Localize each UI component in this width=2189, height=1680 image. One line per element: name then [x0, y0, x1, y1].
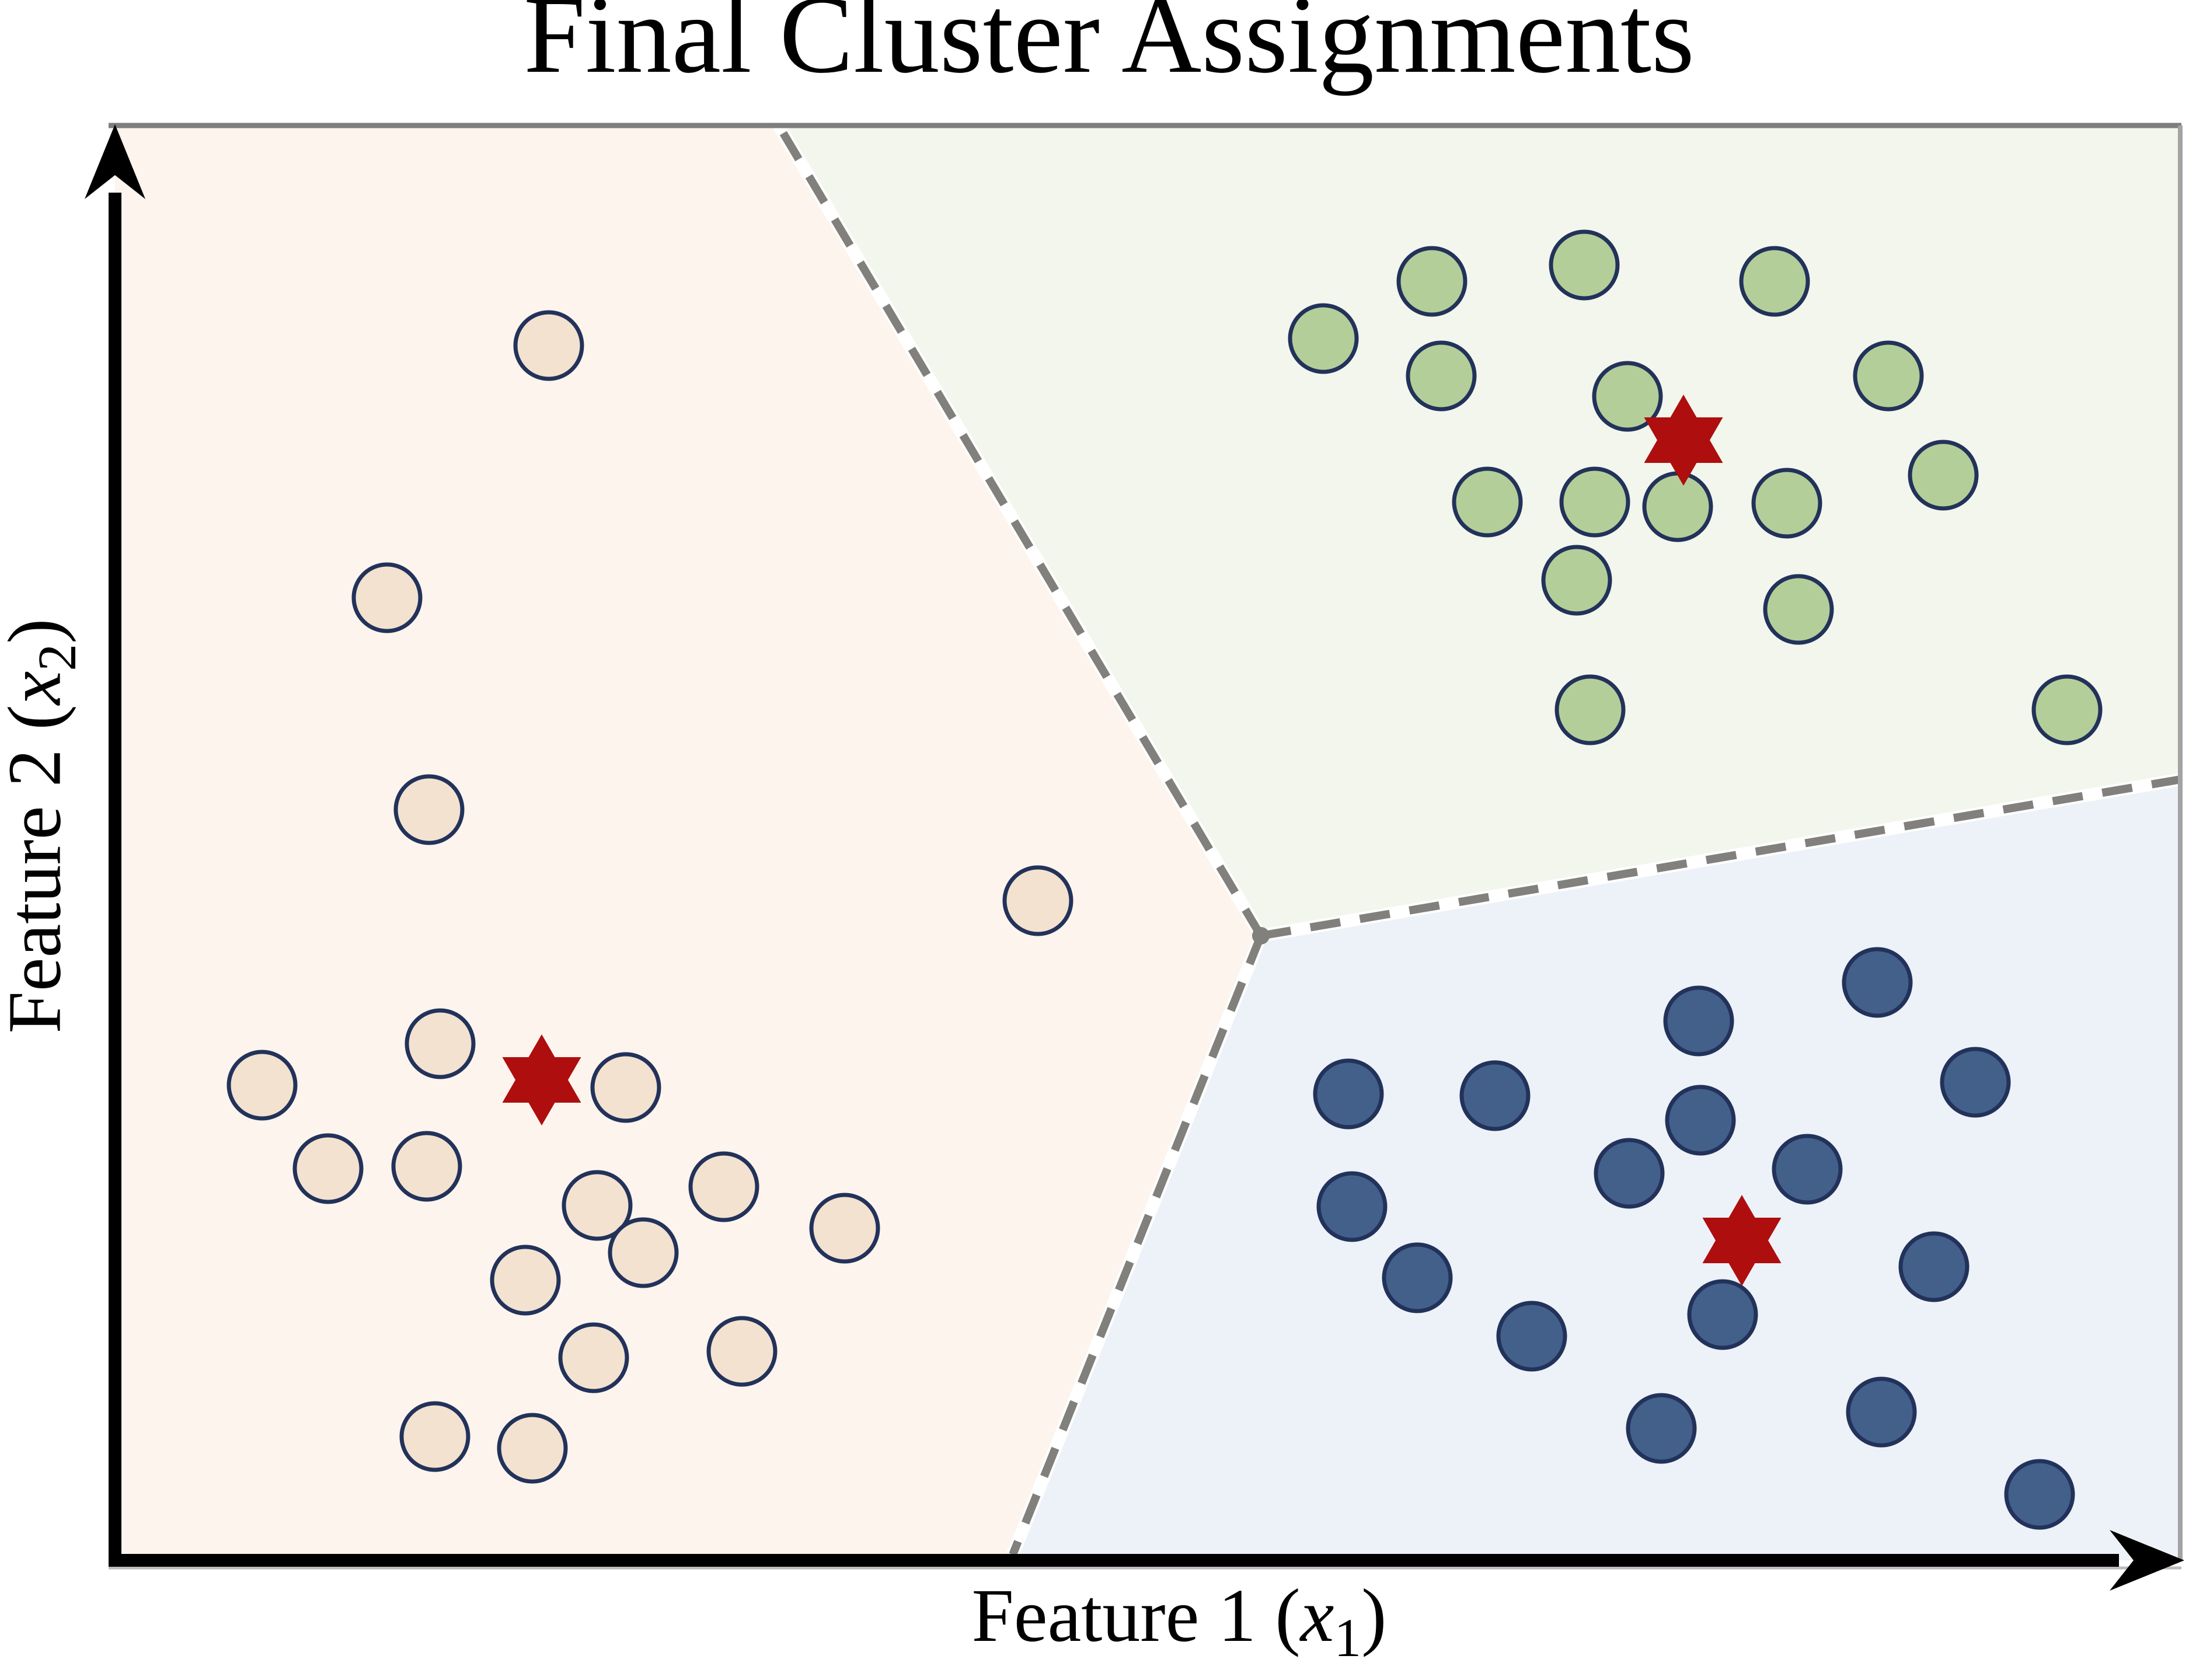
y-axis-variable: x — [0, 671, 77, 705]
data-point-blue — [1496, 1301, 1567, 1372]
boundary-junction-dot — [1252, 927, 1270, 944]
data-point-blue — [1594, 1138, 1665, 1209]
data-point-blue — [1842, 947, 1913, 1018]
centroid-star-green — [1644, 395, 1723, 486]
data-point-blue — [1898, 1231, 1970, 1302]
data-point-green — [1739, 246, 1810, 317]
data-point-green — [1406, 340, 1477, 412]
data-point-green — [1853, 340, 1924, 412]
data-point-blue — [2004, 1459, 2075, 1530]
data-point-blue — [1316, 1171, 1388, 1242]
data-point-green — [1288, 303, 1359, 374]
data-point-green — [1751, 468, 1822, 539]
cluster-boundary-1 — [775, 123, 1265, 938]
y-axis-label: Feature 2 (x2) — [0, 618, 88, 1034]
data-point-tan — [393, 774, 465, 845]
x-axis-label-text: Feature 1 ( — [971, 1574, 1301, 1658]
data-point-tan — [706, 1316, 778, 1387]
data-point-blue — [1846, 1376, 1917, 1448]
data-point-green — [1763, 574, 1834, 645]
data-point-blue — [1626, 1393, 1697, 1464]
data-point-blue — [1940, 1047, 2011, 1118]
data-point-tan — [391, 1131, 462, 1202]
data-point-tan — [558, 1322, 629, 1393]
data-point-tan — [513, 310, 584, 381]
data-point-tan — [497, 1413, 568, 1484]
data-point-green — [1541, 545, 1612, 616]
data-point-tan — [490, 1245, 561, 1316]
x-axis-label-close: ) — [1361, 1574, 1387, 1658]
data-point-blue — [1663, 985, 1734, 1057]
centroid-star-blue — [1702, 1195, 1782, 1286]
y-axis-arrowhead — [85, 124, 145, 199]
data-point-tan — [399, 1401, 470, 1472]
data-point-tan — [608, 1217, 679, 1288]
data-point-tan — [226, 1050, 298, 1121]
data-point-blue — [1687, 1279, 1758, 1350]
cluster-boundary-3 — [1009, 934, 1265, 1556]
cluster-boundary-2 — [1260, 775, 2183, 940]
x-axis-label: Feature 1 (x1) — [972, 1578, 1387, 1666]
data-point-tan — [562, 1170, 633, 1241]
y-axis-label-close: ) — [0, 618, 77, 644]
data-point-tan — [1002, 865, 1073, 936]
data-point-blue — [1313, 1058, 1384, 1130]
data-point-green — [1549, 229, 1620, 301]
region-tan — [115, 126, 1261, 1560]
x-axis-subscript: 1 — [1334, 1608, 1362, 1669]
data-point-green — [2031, 674, 2103, 745]
data-point-tan — [809, 1193, 880, 1264]
data-point-blue — [1382, 1242, 1453, 1313]
points-group-tan — [226, 310, 1073, 1484]
points-group-blue — [1313, 947, 2075, 1530]
data-point-green — [1592, 361, 1663, 432]
data-point-blue — [1772, 1134, 1843, 1205]
x-axis-arrowhead — [2110, 1530, 2184, 1591]
data-point-green — [1452, 466, 1523, 538]
chart-title: Final Cluster Assignments — [524, 0, 1695, 96]
data-point-green — [1559, 466, 1630, 538]
data-point-tan — [590, 1052, 661, 1123]
centroid-star-tan — [502, 1034, 581, 1125]
data-point-blue — [1665, 1085, 1736, 1156]
data-point-tan — [688, 1151, 759, 1222]
y-axis-subscript: 2 — [27, 643, 88, 671]
data-point-green — [1396, 246, 1468, 317]
data-point-tan — [405, 1008, 476, 1079]
y-axis-label-text: Feature 2 ( — [0, 705, 77, 1034]
data-point-green — [1554, 674, 1626, 745]
data-point-green — [1908, 440, 1979, 511]
x-axis-variable: x — [1300, 1574, 1334, 1658]
data-point-tan — [351, 562, 423, 633]
data-point-green — [1642, 471, 1713, 542]
data-point-blue — [1459, 1060, 1531, 1131]
points-group-green — [1288, 229, 2103, 745]
data-point-tan — [292, 1133, 364, 1204]
